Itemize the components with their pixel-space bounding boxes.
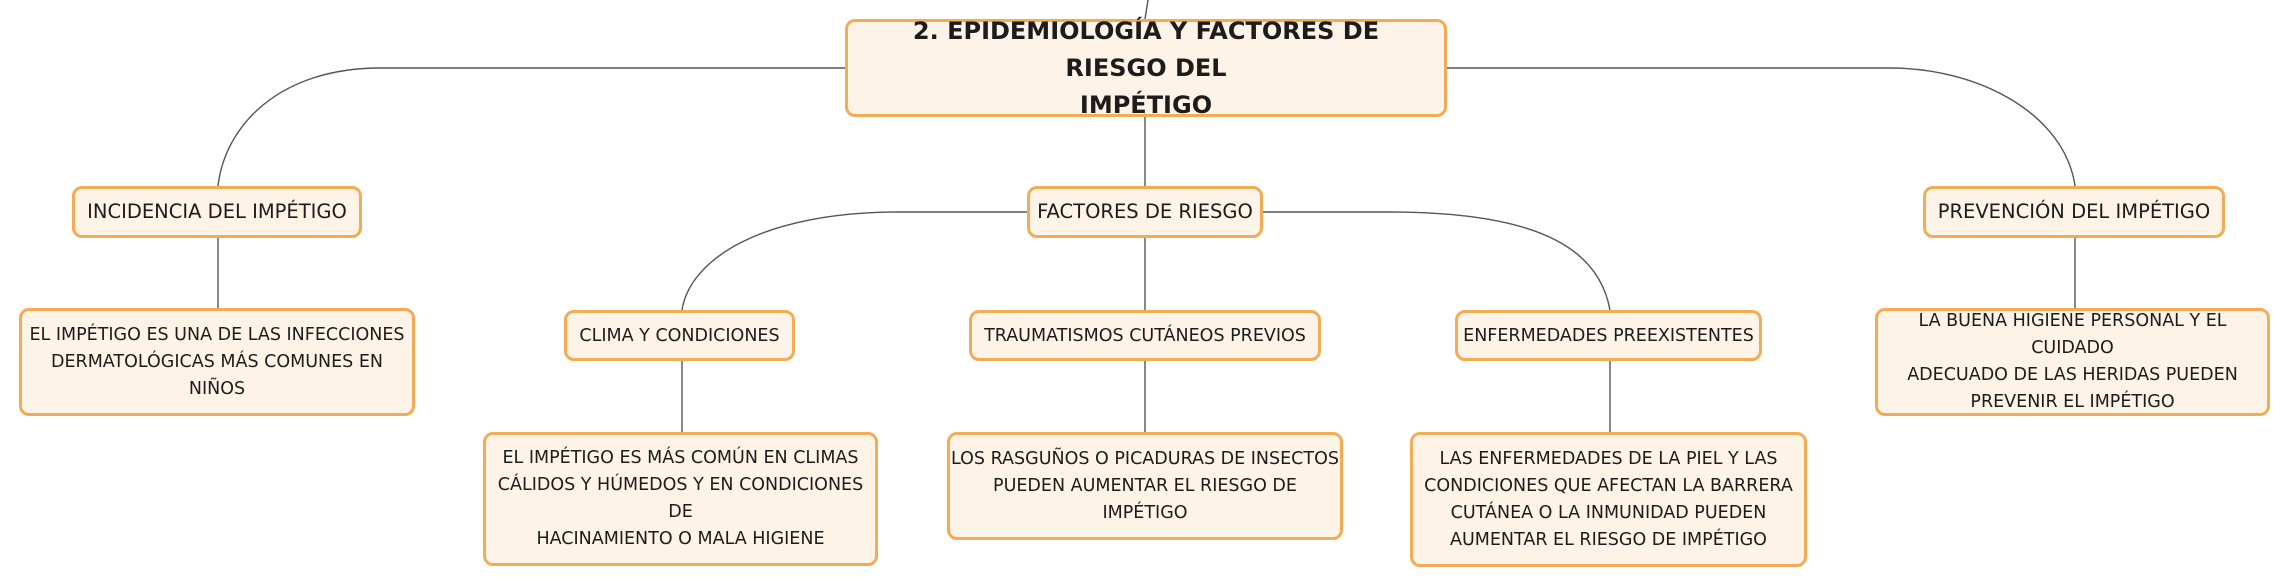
trauma-label: TRAUMATISMOS CUTÁNEOS PREVIOS (984, 325, 1306, 346)
diseases-label: ENFERMEDADES PREEXISTENTES (1463, 325, 1754, 346)
connector-parent-root (1144, 0, 1149, 20)
climate-node[interactable]: CLIMA Y CONDICIONES (564, 310, 795, 361)
connector-risk-diseases (1263, 211, 1611, 311)
prevention-node[interactable]: PREVENCIÓN DEL IMPÉTIGO (1923, 186, 2225, 238)
trauma-detail-node[interactable]: LOS RASGUÑOS O PICADURAS DE INSECTOS PUE… (947, 432, 1343, 540)
incidence-label: INCIDENCIA DEL IMPÉTIGO (87, 200, 347, 223)
climate-detail-text: EL IMPÉTIGO ES MÁS COMÚN EN CLIMAS CÁLID… (497, 448, 864, 549)
diseases-detail-node[interactable]: LAS ENFERMEDADES DE LA PIEL Y LAS CONDIC… (1410, 432, 1807, 567)
risk-factors-node[interactable]: FACTORES DE RIESGO (1027, 186, 1263, 238)
risk-factors-label: FACTORES DE RIESGO (1037, 200, 1253, 223)
incidence-node[interactable]: INCIDENCIA DEL IMPÉTIGO (72, 186, 362, 238)
prevention-detail-node[interactable]: LA BUENA HIGIENE PERSONAL Y EL CUIDADO A… (1875, 308, 2270, 416)
diseases-node[interactable]: ENFERMEDADES PREEXISTENTES (1455, 310, 1762, 361)
connector-root-prevention (1447, 67, 2076, 187)
connector-root-incidence (217, 67, 845, 187)
incidence-detail-text: EL IMPÉTIGO ES UNA DE LAS INFECCIONES DE… (29, 324, 405, 399)
root-topic-label: 2. EPIDEMIOLOGÍA Y FACTORES DE RIESGO DE… (912, 16, 1380, 119)
climate-detail-node[interactable]: EL IMPÉTIGO ES MÁS COMÚN EN CLIMAS CÁLID… (483, 432, 878, 566)
root-topic-node[interactable]: 2. EPIDEMIOLOGÍA Y FACTORES DE RIESGO DE… (845, 17, 1447, 119)
trauma-detail-text: LOS RASGUÑOS O PICADURAS DE INSECTOS PUE… (951, 448, 1339, 523)
trauma-node[interactable]: TRAUMATISMOS CUTÁNEOS PREVIOS (969, 310, 1321, 361)
climate-label: CLIMA Y CONDICIONES (579, 325, 780, 346)
prevention-detail-text: LA BUENA HIGIENE PERSONAL Y EL CUIDADO A… (1907, 311, 2238, 412)
incidence-detail-node[interactable]: EL IMPÉTIGO ES UNA DE LAS INFECCIONES DE… (19, 308, 415, 416)
connector-risk-climate (681, 211, 1027, 311)
diseases-detail-text: LAS ENFERMEDADES DE LA PIEL Y LAS CONDIC… (1424, 448, 1793, 550)
prevention-label: PREVENCIÓN DEL IMPÉTIGO (1937, 200, 2211, 223)
